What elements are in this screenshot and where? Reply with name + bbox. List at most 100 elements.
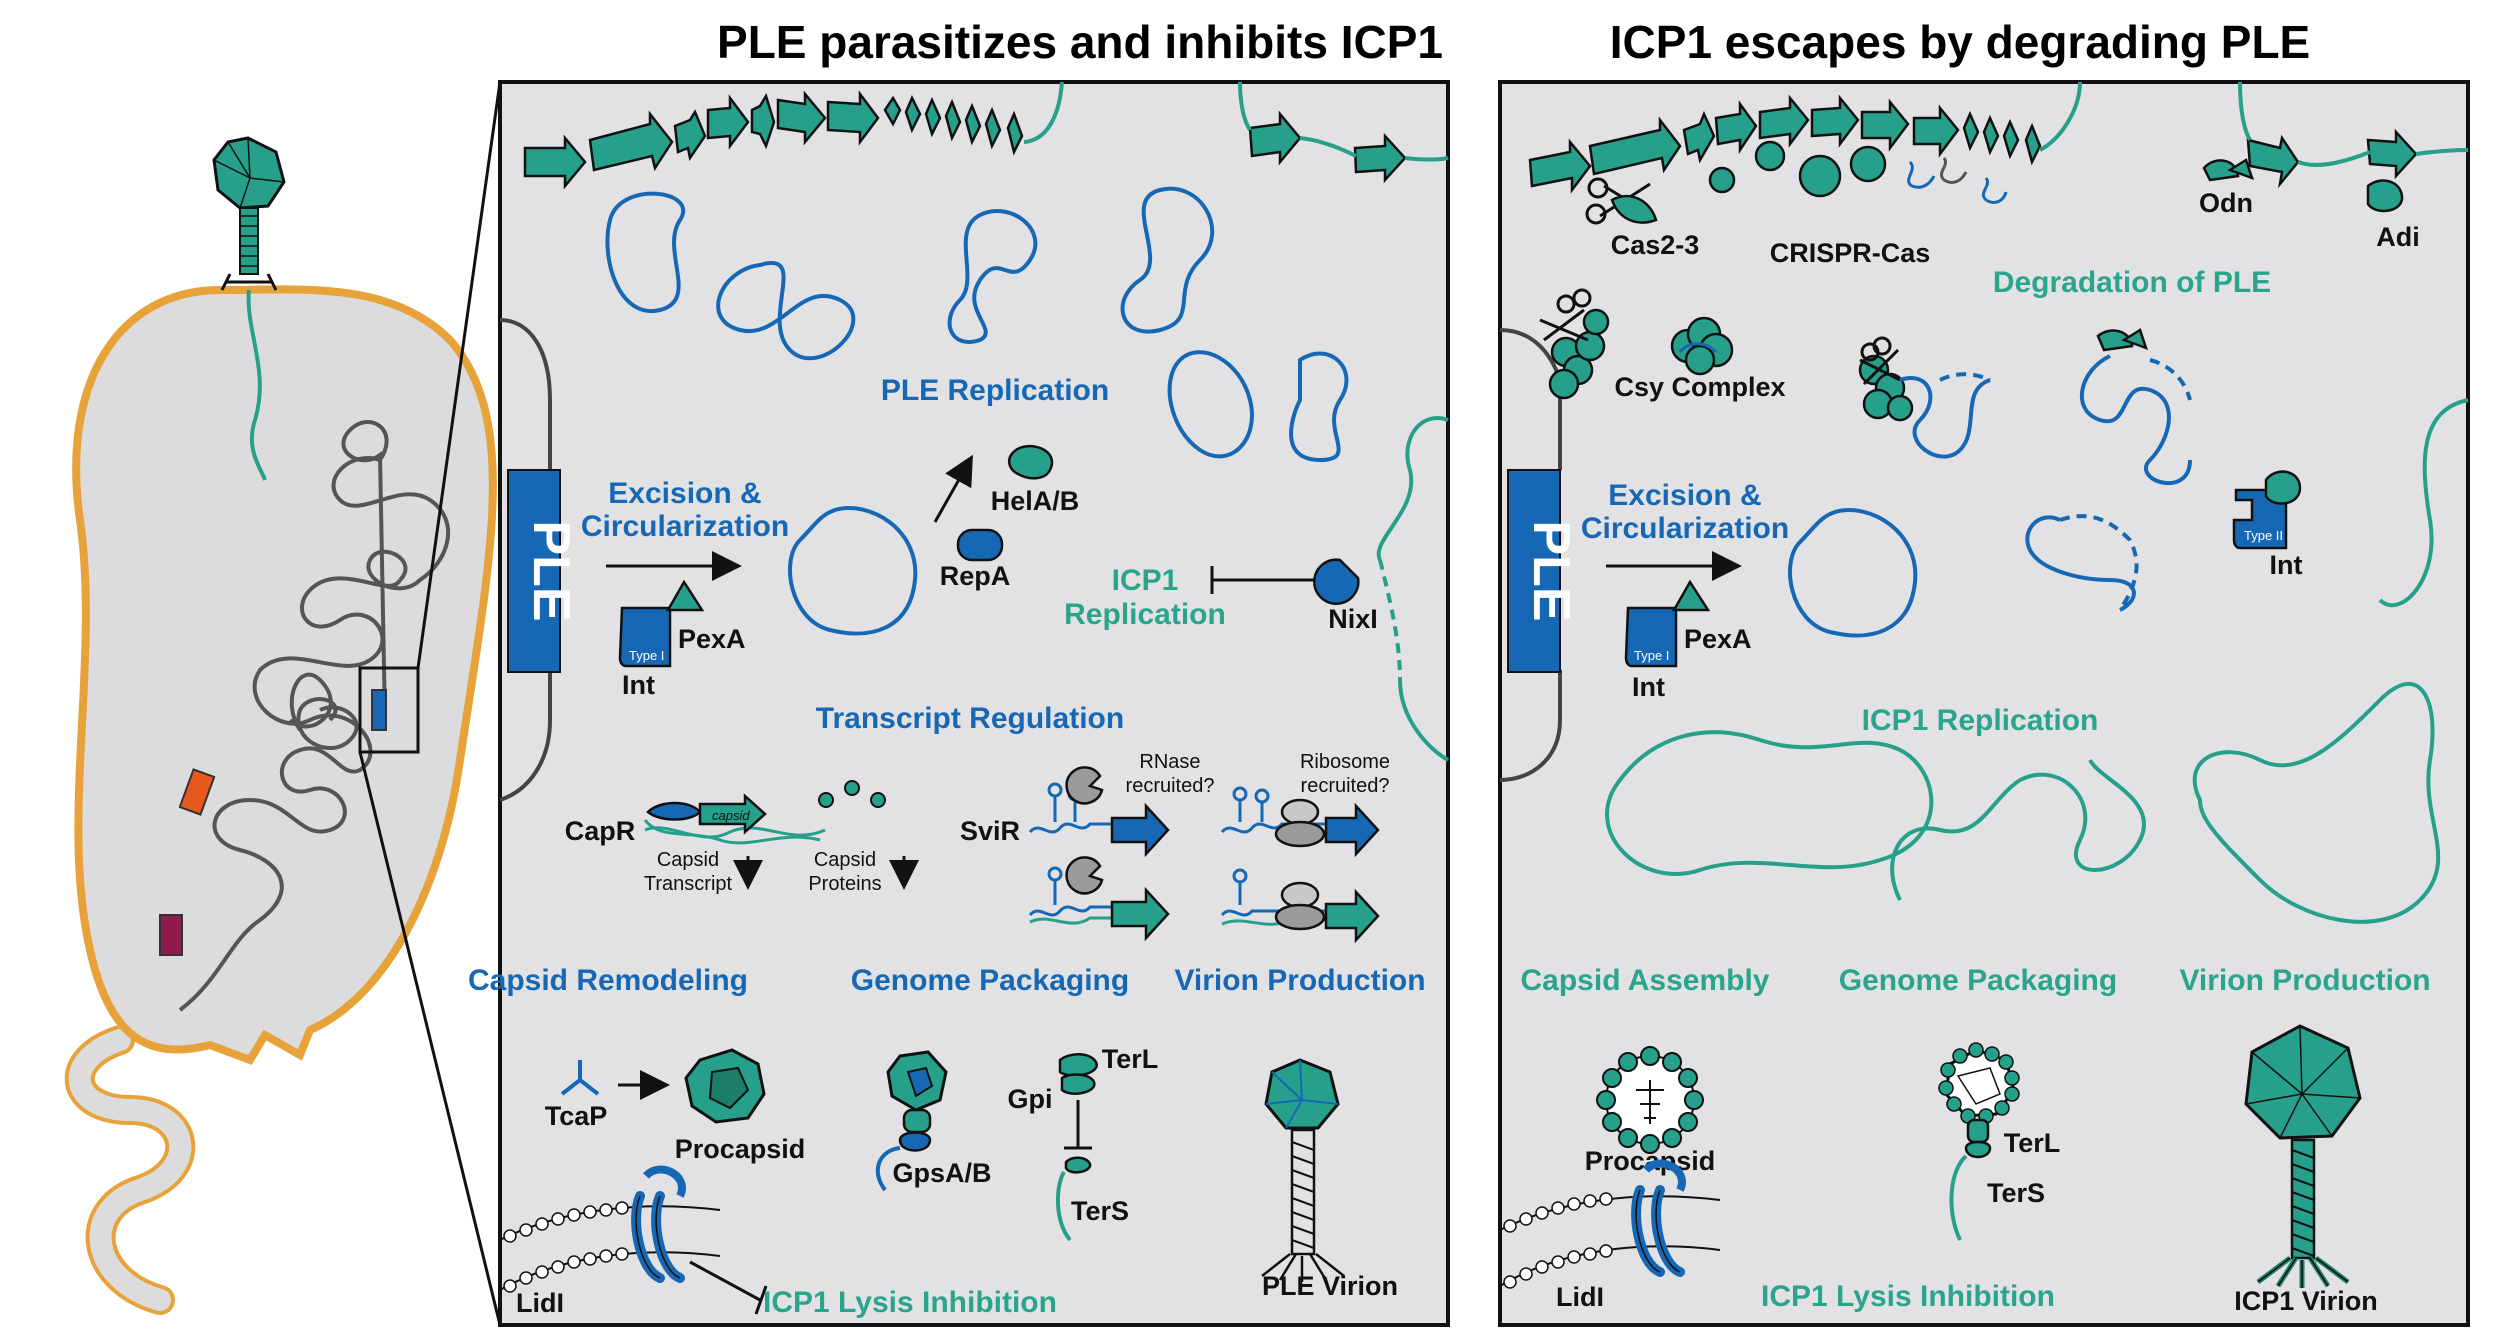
bacterial-cell — [64, 136, 497, 1315]
ple-gene-box-small — [371, 689, 387, 731]
rnase-label-2: recruited? — [1126, 775, 1215, 797]
ribosome-label-1: Ribosome — [1300, 751, 1390, 773]
int-label-right-2: Int — [2270, 550, 2303, 580]
capsid-proteins-label-2: Proteins — [808, 873, 881, 895]
terl-gpi-ters: TerL Gpi TerS — [1008, 1044, 1159, 1242]
crispr-cas-proteins — [1708, 140, 1887, 198]
right-panel: Cas2-3 CRISPR-Cas Odn Adi Degradation of… — [1498, 80, 2470, 1327]
gpsab-complex: GpsA/B — [875, 1050, 992, 1192]
int-type-i-label: Type I — [629, 648, 664, 663]
cell-body — [72, 285, 497, 1065]
odn-protein — [2202, 159, 2240, 182]
int-type-i-label-right: Type I — [1634, 648, 1669, 663]
icp1-replication-label-right: ICP1 Replication — [1862, 704, 2099, 737]
chromosome-mid — [331, 456, 450, 591]
icp1-genome-operon-left — [523, 90, 1407, 190]
ple-replication-label: PLE Replication — [881, 374, 1109, 407]
excision-label: Excision & — [608, 477, 761, 510]
ribosome-label-2: recruited? — [1301, 775, 1390, 797]
flagellum — [68, 1029, 192, 1311]
tcap-label: TcaP — [545, 1101, 608, 1131]
ple-virion: PLE Virion — [1261, 1058, 1398, 1301]
adi-label: Adi — [2376, 222, 2420, 252]
virion-production-label-right: Virion Production — [2179, 964, 2430, 997]
gpsab-label: GpsA/B — [892, 1158, 991, 1188]
capsid-transcript-label-1: Capsid — [657, 849, 719, 871]
ple-box-right-label: PLE — [1522, 520, 1580, 621]
icp1-virion-label: ICP1 Virion — [2234, 1286, 2378, 1316]
membrane-lidi-right: LidI ICP1 Lysis Inhibition — [1499, 1159, 2055, 1313]
procapsid-right: Procapsid — [1585, 1046, 1715, 1176]
capsid-proteins-label-1: Capsid — [814, 849, 876, 871]
zoom-line-top — [416, 81, 502, 669]
int-pexa-complex-right: Type I PexA Int — [1624, 579, 1752, 702]
membrane-lidi-left: LidI ICP1 Lysis Inhibition — [499, 1165, 1057, 1319]
transcript-regulation-label: Transcript Regulation — [816, 702, 1124, 735]
phage-on-cell — [212, 136, 286, 481]
icp1-virion: ICP1 Virion — [2234, 1024, 2378, 1316]
int-label-right: Int — [1632, 672, 1665, 702]
pexa-label-left: PexA — [678, 624, 746, 654]
right-panel-title: ICP1 escapes by degrading PLE — [1610, 16, 2310, 68]
ple-virion-label: PLE Virion — [1262, 1271, 1398, 1301]
lidi-label-left: LidI — [516, 1288, 564, 1318]
genome-packaging-label-left: Genome Packaging — [851, 964, 1129, 997]
hela-arrow — [933, 454, 973, 523]
zoom-box — [358, 666, 420, 754]
lidi-label-right: LidI — [1556, 1282, 1604, 1312]
nixi-label: NixI — [1328, 604, 1378, 634]
nixi-protein — [1313, 558, 1360, 605]
capr-label: CapR — [565, 816, 636, 846]
pexa-label-right: PexA — [1684, 624, 1752, 654]
chromosome-lower — [178, 576, 402, 1012]
icp1-lysis-inhibition-label-right: ICP1 Lysis Inhibition — [1761, 1280, 2055, 1313]
maroon-gene-box — [159, 914, 183, 956]
capr-element: capsid CapR Capsid Transcript Capsid Pro… — [565, 780, 919, 895]
circular-ple-right — [1788, 508, 1918, 638]
genome-packaging-label-right: Genome Packaging — [1839, 964, 2117, 997]
chromosome-loop — [296, 697, 359, 751]
ribosome-element: Ribosome recruited? — [1220, 751, 1390, 944]
int-type-ii-label: Type II — [2244, 528, 2283, 543]
int-label-left: Int — [622, 670, 655, 700]
orange-gene-box — [178, 768, 216, 816]
int-pexa-complex-left: Type I PexA Int — [618, 579, 746, 700]
terl-label-right: TerL — [2004, 1128, 2061, 1158]
svir-label: SviR — [960, 816, 1020, 846]
odn-label: Odn — [2199, 188, 2253, 218]
host-dna-left — [499, 318, 552, 802]
circularization-label: Circularization — [581, 510, 789, 543]
chromosome-upper — [341, 419, 389, 721]
hela-label: HelA/B — [991, 486, 1080, 516]
csy-complex-label: Csy Complex — [1614, 372, 1785, 402]
icp1-genome-loops — [1605, 398, 2469, 924]
icp1-genome-operon-right — [1528, 94, 2418, 194]
virion-production-label-left: Virion Production — [1174, 964, 1425, 997]
terl-label-left: TerL — [1102, 1044, 1159, 1074]
circularization-label-right: Circularization — [1581, 512, 1789, 545]
chromosome-knot — [288, 672, 333, 732]
degradation-of-ple-label: Degradation of PLE — [1993, 266, 2271, 299]
gpi-label: Gpi — [1008, 1084, 1053, 1114]
ters-label-left: TerS — [1071, 1196, 1129, 1226]
tcap-procapsid: TcaP Procapsid — [545, 1048, 806, 1164]
procapsid-label-left: Procapsid — [675, 1134, 806, 1164]
capsid-gene-label: capsid — [712, 808, 750, 823]
ple-replication-loops — [605, 186, 1349, 636]
icp1-replication-label-1: ICP1 — [1112, 564, 1179, 597]
int-type-ii: Type II Int — [2232, 470, 2303, 580]
ple-box-left-label: PLE — [522, 520, 580, 621]
left-panel-title: PLE parasitizes and inhibits ICP1 — [717, 16, 1443, 68]
crispr-rna — [1907, 157, 2008, 204]
capsid-assembly-label: Capsid Assembly — [1521, 964, 1770, 997]
left-panel: PLE Excision & Circularization Type I Pe… — [468, 80, 1450, 1327]
capsid-remodeling-label: Capsid Remodeling — [468, 964, 748, 997]
excision-label-right: Excision & — [1608, 479, 1761, 512]
capsid-transcript-label-2: Transcript — [644, 873, 733, 895]
packaging-capsid-right: TerL TerS — [1938, 1042, 2061, 1241]
injected-phage-dna — [246, 289, 267, 481]
repa-protein — [956, 528, 1004, 562]
scissors-icon — [1585, 177, 1658, 225]
ters-label-right: TerS — [1987, 1178, 2045, 1208]
